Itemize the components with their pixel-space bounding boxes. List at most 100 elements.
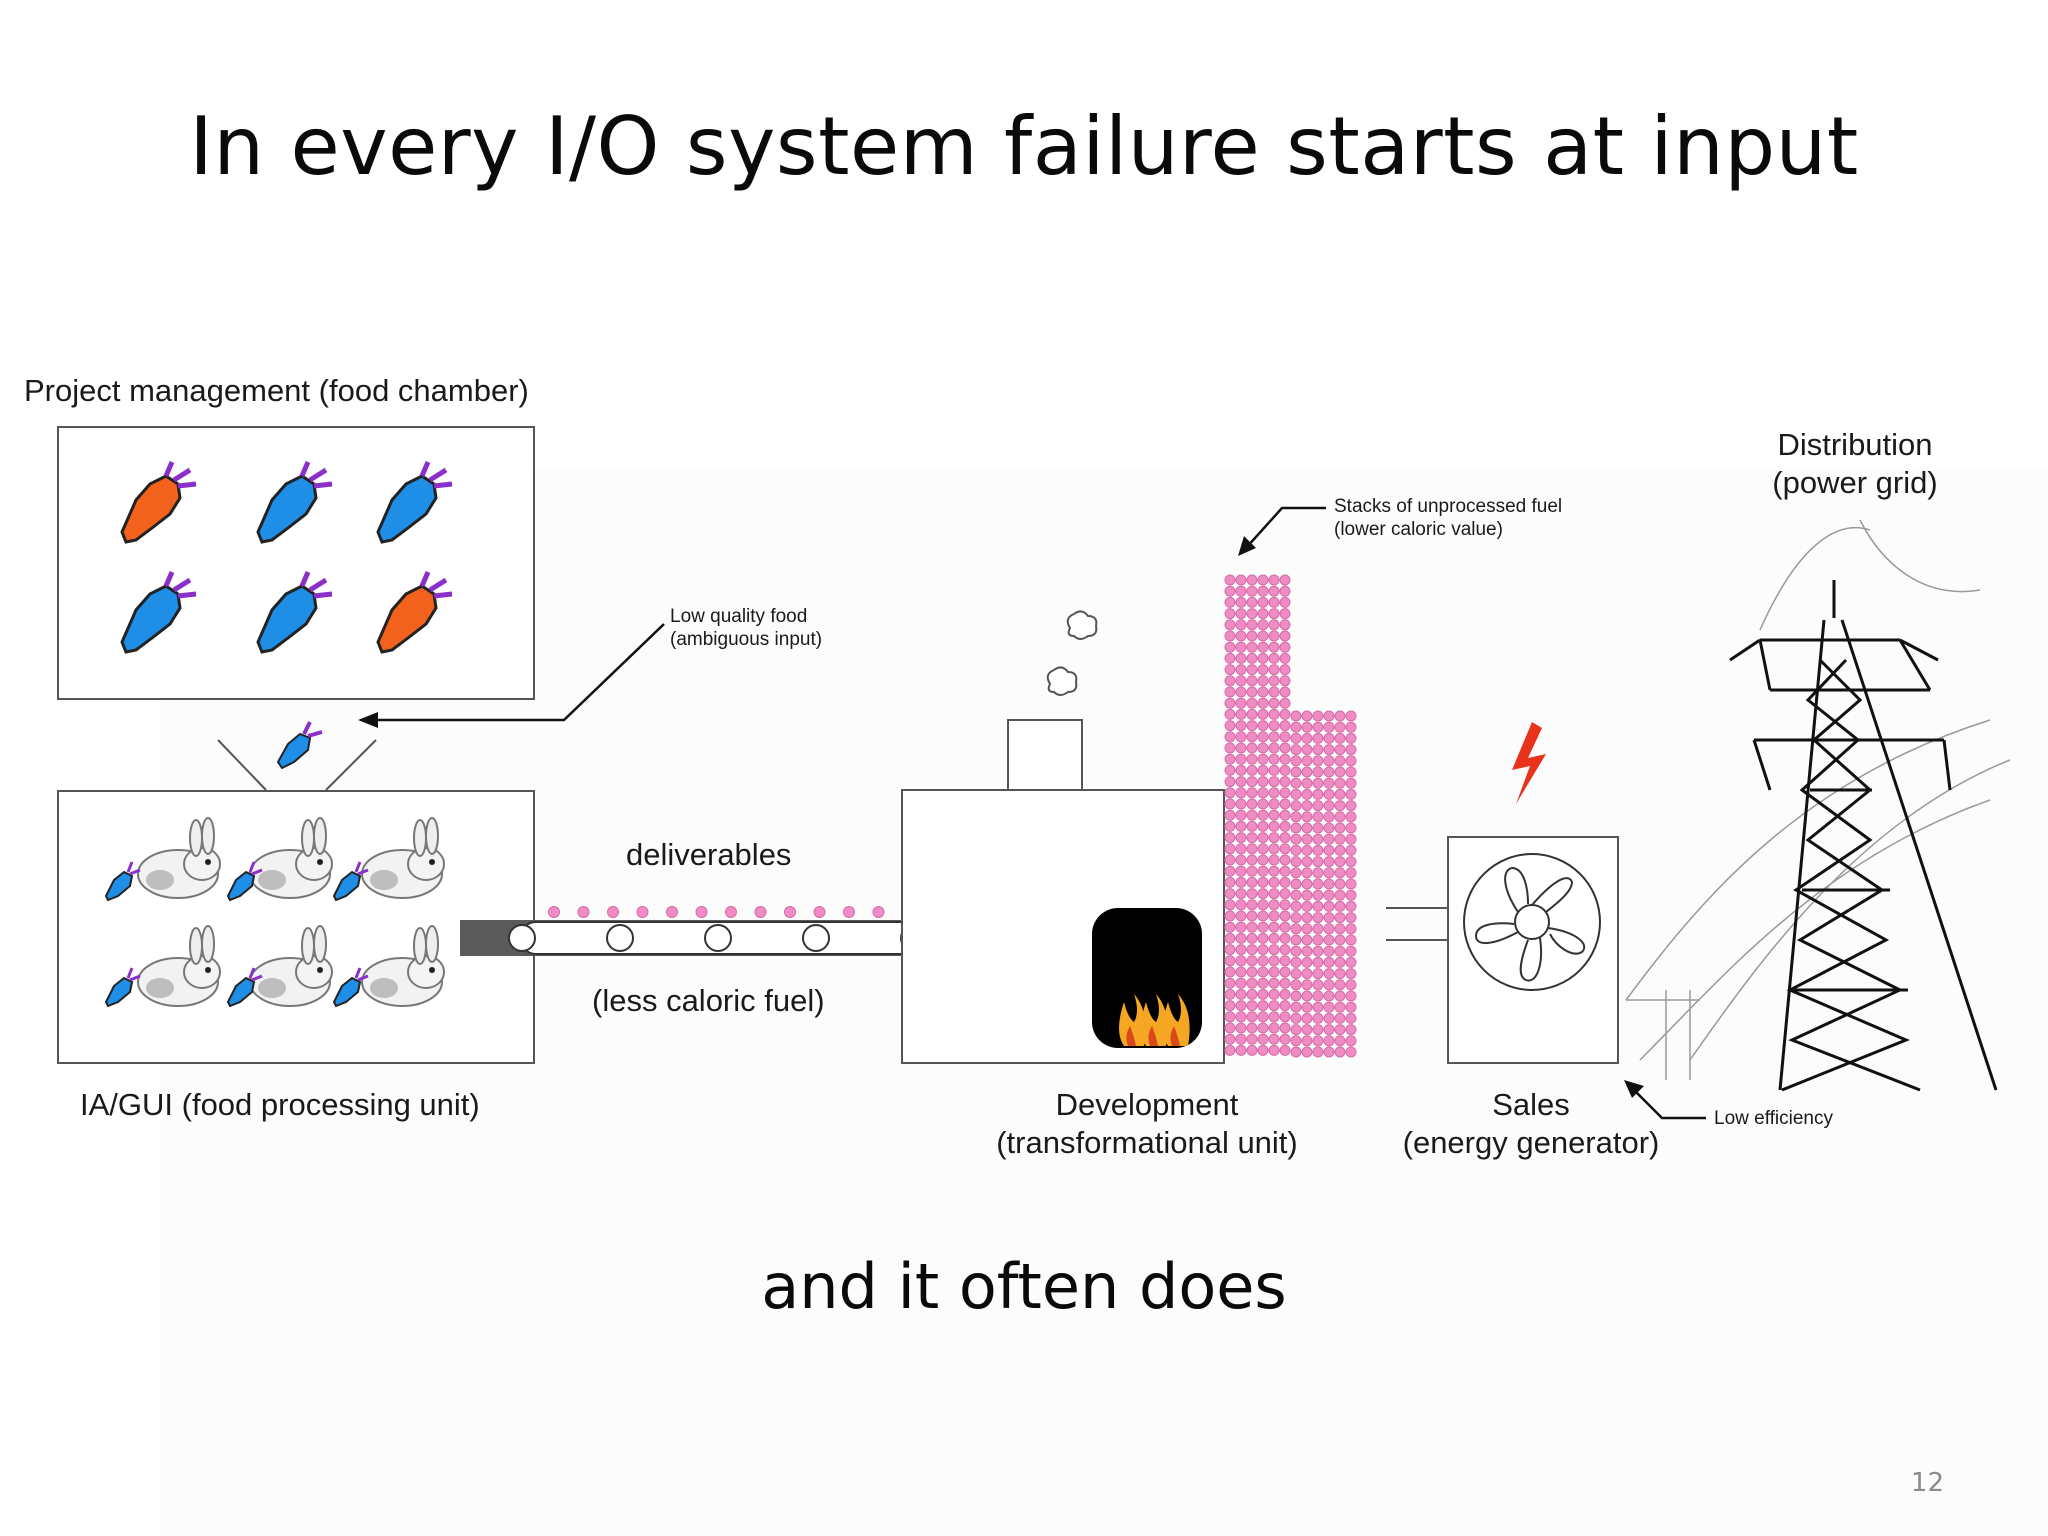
fuel-dot <box>1224 966 1236 978</box>
fuel-dot <box>1235 574 1247 586</box>
fuel-dot <box>1301 1046 1313 1058</box>
fuel-dot <box>1279 608 1291 620</box>
fuel-dot <box>1246 820 1258 832</box>
fuel-dot <box>1345 833 1357 845</box>
fuel-dot <box>1279 1022 1291 1034</box>
fuel-dot <box>1224 977 1236 989</box>
low-quality-note-line2: (ambiguous input) <box>670 628 823 650</box>
fuel-dot <box>1235 955 1247 967</box>
fuel-dot <box>1345 889 1357 901</box>
fuel-dot <box>1279 1011 1291 1023</box>
fuel-dot <box>1257 921 1269 933</box>
fuel-dot <box>1224 809 1236 821</box>
fuel-dot <box>1268 1011 1280 1023</box>
arrowhead <box>358 712 378 728</box>
sales-label: Sales (energy generator) <box>1386 1086 1676 1162</box>
power-pylon-icon <box>1729 580 1998 1092</box>
fuel-dot <box>1279 944 1291 956</box>
development-label: Development (transformational unit) <box>962 1086 1332 1162</box>
fuel-dot <box>1290 755 1302 767</box>
fuel-dot <box>1323 867 1335 879</box>
fuel-dot <box>1246 675 1258 687</box>
fuel-dot <box>1224 585 1236 597</box>
fuel-dot <box>1334 1046 1346 1058</box>
fuel-dot <box>1268 596 1280 608</box>
fuel-dot <box>1224 776 1236 788</box>
fuel-dot <box>1235 899 1247 911</box>
fuel-dot <box>1323 934 1335 946</box>
fuel-dot <box>1301 1001 1313 1013</box>
fuel-dot <box>1345 968 1357 980</box>
fuel-dot <box>1246 630 1258 642</box>
fuel-dot <box>1224 1011 1236 1023</box>
fuel-label: (less caloric fuel) <box>592 983 825 1018</box>
fuel-dot <box>1246 1022 1258 1034</box>
fuel-dot <box>1345 844 1357 856</box>
fuel-dot <box>1334 1024 1346 1036</box>
fuel-dot <box>1235 944 1247 956</box>
fuel-dot <box>1257 944 1269 956</box>
fuel-dot <box>1235 798 1247 810</box>
lightning-icon <box>1512 722 1546 804</box>
fuel-dot <box>1268 910 1280 922</box>
fuel-dot <box>1290 1012 1302 1024</box>
fuel-dot <box>1279 574 1291 586</box>
fuel-dot <box>1257 809 1269 821</box>
fuel-dot <box>1334 732 1346 744</box>
fuel-dot <box>1323 844 1335 856</box>
fuel-dot <box>1290 833 1302 845</box>
fuel-dot <box>1268 664 1280 676</box>
fuel-dot <box>1290 710 1302 722</box>
fuel-dot <box>1279 764 1291 776</box>
fuel-dot <box>1301 1012 1313 1024</box>
fuel-dot <box>1301 934 1313 946</box>
fuel-dot <box>1323 968 1335 980</box>
fuel-dot <box>1257 798 1269 810</box>
fuel-dot <box>1257 876 1269 888</box>
fuel-dot <box>1268 955 1280 967</box>
fuel-dot <box>1301 1035 1313 1047</box>
low-quality-note-line1: Low quality food <box>670 606 808 627</box>
sales-label-line1: Sales <box>1492 1087 1570 1122</box>
fuel-dot <box>1279 697 1291 709</box>
low-quality-arrow <box>372 623 665 722</box>
fuel-dot <box>1290 1001 1302 1013</box>
fuel-dot <box>1235 596 1247 608</box>
fuel-dot <box>1312 878 1324 890</box>
fuel-dot <box>1246 596 1258 608</box>
fuel-dot <box>1301 990 1313 1002</box>
fuel-dot <box>1257 865 1269 877</box>
fuel-dot <box>1224 708 1236 720</box>
fuel-dot <box>1301 923 1313 935</box>
fuel-dot <box>1279 809 1291 821</box>
fuel-dot <box>1257 630 1269 642</box>
deliverable-dot <box>695 906 708 918</box>
fuel-dot <box>1301 856 1313 868</box>
fuel-dot <box>1301 811 1313 823</box>
fuel-dot <box>1279 742 1291 754</box>
fire-icon <box>1119 994 1190 1046</box>
fuel-dot <box>1279 932 1291 944</box>
fuel-dot <box>1290 777 1302 789</box>
fuel-dot <box>1235 876 1247 888</box>
fuel-dot <box>1290 878 1302 890</box>
low-quality-note: Low quality food (ambiguous input) <box>670 606 822 652</box>
fuel-dot <box>1246 708 1258 720</box>
fuel-dot <box>1345 822 1357 834</box>
fuel-dot <box>1279 921 1291 933</box>
development-label-line1: Development <box>1055 1087 1239 1122</box>
fuel-dot <box>1224 888 1236 900</box>
fuel-dot <box>1235 585 1247 597</box>
fuel-dot <box>1312 755 1324 767</box>
fuel-dot <box>1334 833 1346 845</box>
fuel-dot <box>1224 619 1236 631</box>
fuel-dot <box>1268 753 1280 765</box>
fuel-dot <box>1224 932 1236 944</box>
fuel-dot <box>1268 977 1280 989</box>
fuel-dot <box>1279 675 1291 687</box>
fuel-dot <box>1279 854 1291 866</box>
fuel-dot <box>1224 787 1236 799</box>
fuel-dot <box>1323 811 1335 823</box>
fuel-dot <box>1257 932 1269 944</box>
fuel-dot <box>1224 955 1236 967</box>
